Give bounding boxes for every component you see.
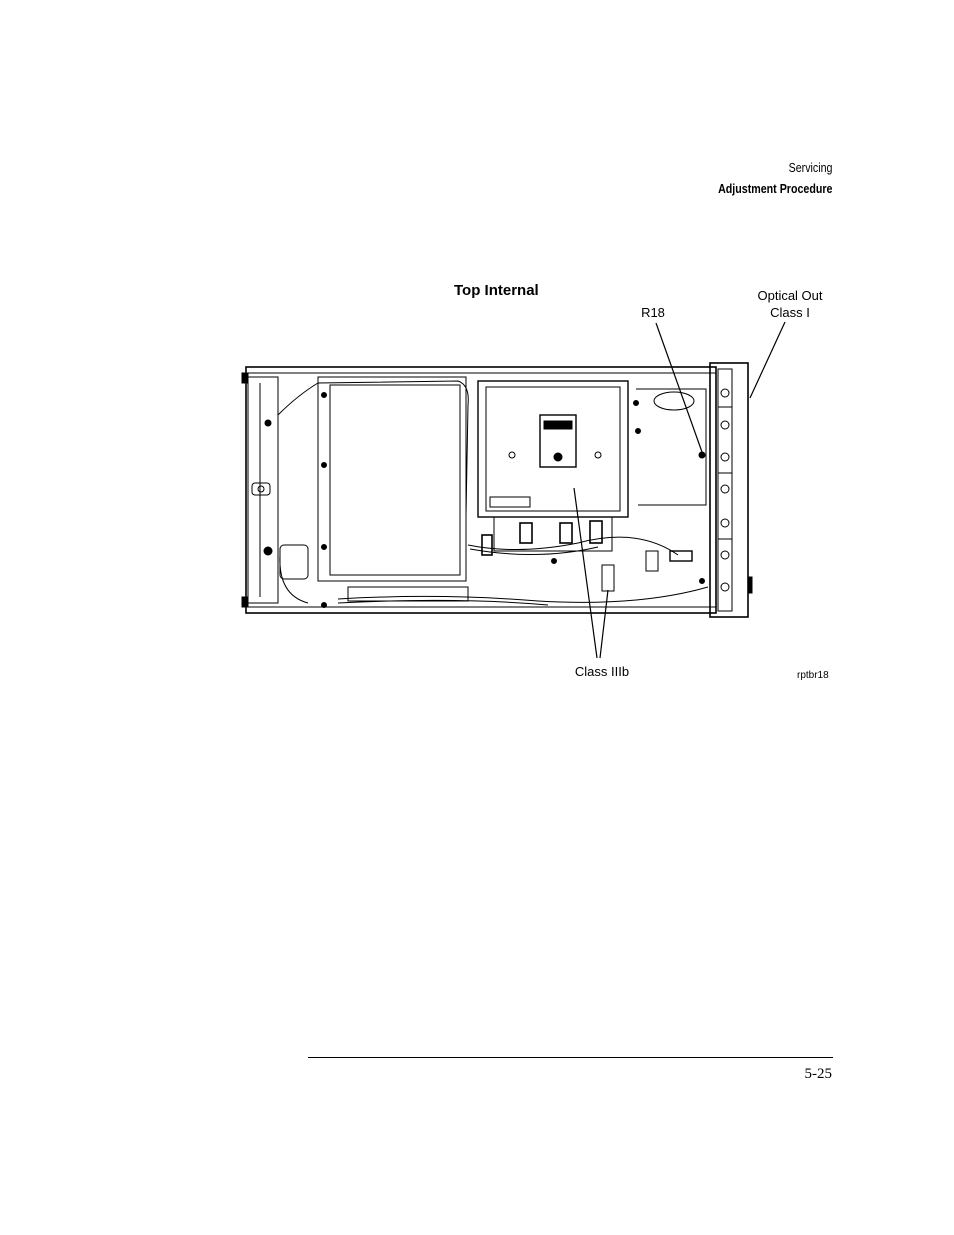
front-panel — [709, 362, 749, 618]
leader-line-optical-out — [749, 321, 786, 399]
laser-warning-label — [539, 414, 577, 468]
rear-panel — [247, 376, 279, 604]
leader-line-r18 — [655, 322, 703, 453]
running-header-subsection: Adjustment Procedure — [717, 181, 832, 196]
power-supply-board — [317, 376, 467, 582]
leader-line-class-iiib-b — [599, 589, 609, 659]
callout-optical-out-line2: Class I — [770, 305, 810, 320]
callout-optical-out: Optical Out Class I — [742, 287, 838, 321]
running-header-section: Servicing — [788, 160, 832, 175]
transformer — [279, 544, 309, 580]
figure-title: Top Internal — [454, 282, 539, 299]
figure-id: rptbr18 — [797, 670, 829, 681]
top-internal-diagram — [241, 362, 753, 618]
callout-r18: R18 — [641, 305, 665, 320]
callout-optical-out-line1: Optical Out — [757, 288, 823, 303]
page-number: 5-25 — [804, 1066, 833, 1082]
chassis-outline — [245, 366, 717, 614]
callout-class-iiib: Class IIIb — [574, 664, 630, 679]
footer-rule — [308, 1057, 833, 1058]
